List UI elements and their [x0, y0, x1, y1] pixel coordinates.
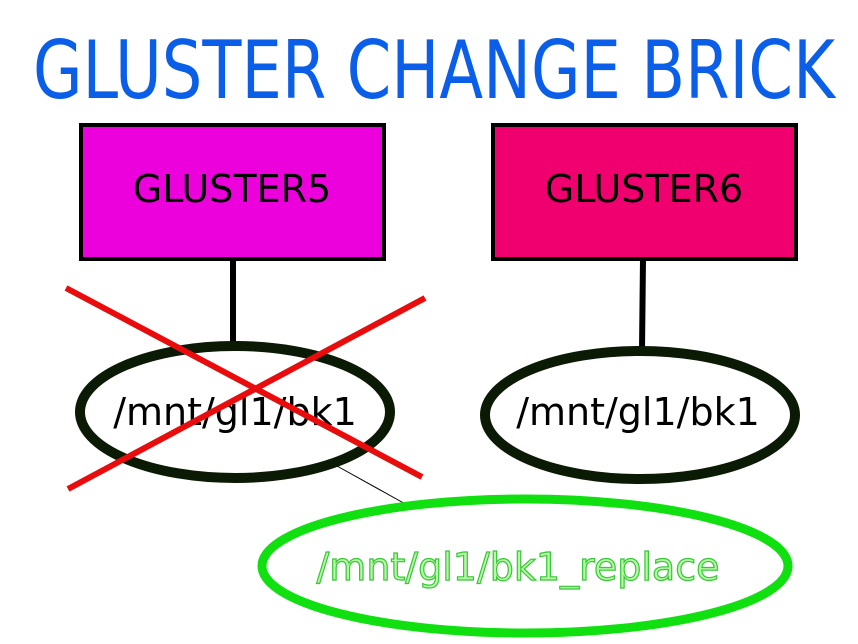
server-label-gluster6: GLUSTER6: [545, 167, 743, 211]
diagram-title: GLUSTER CHANGE BRICK: [33, 24, 837, 117]
brick-ellipse-gluster5: [75, 341, 395, 483]
server-label-gluster5: GLUSTER5: [133, 167, 331, 211]
cross-stroke-1: [64, 285, 424, 480]
server-box-gluster5: [79, 123, 386, 261]
cross-stroke-2: [66, 295, 427, 492]
brick-ellipse-gluster6: [480, 346, 800, 484]
replacement-brick-label: /mnt/gl1/bk1_replace: [317, 545, 720, 589]
brick-label-gluster6: /mnt/gl1/bk1: [516, 390, 760, 434]
replacement-brick-ellipse: [257, 494, 793, 638]
connector-gluster6-brick: [639, 258, 646, 351]
server-box-gluster6: [491, 123, 798, 261]
replacement-link-line: [336, 465, 410, 507]
removed-brick-cross-mark: [64, 285, 427, 492]
